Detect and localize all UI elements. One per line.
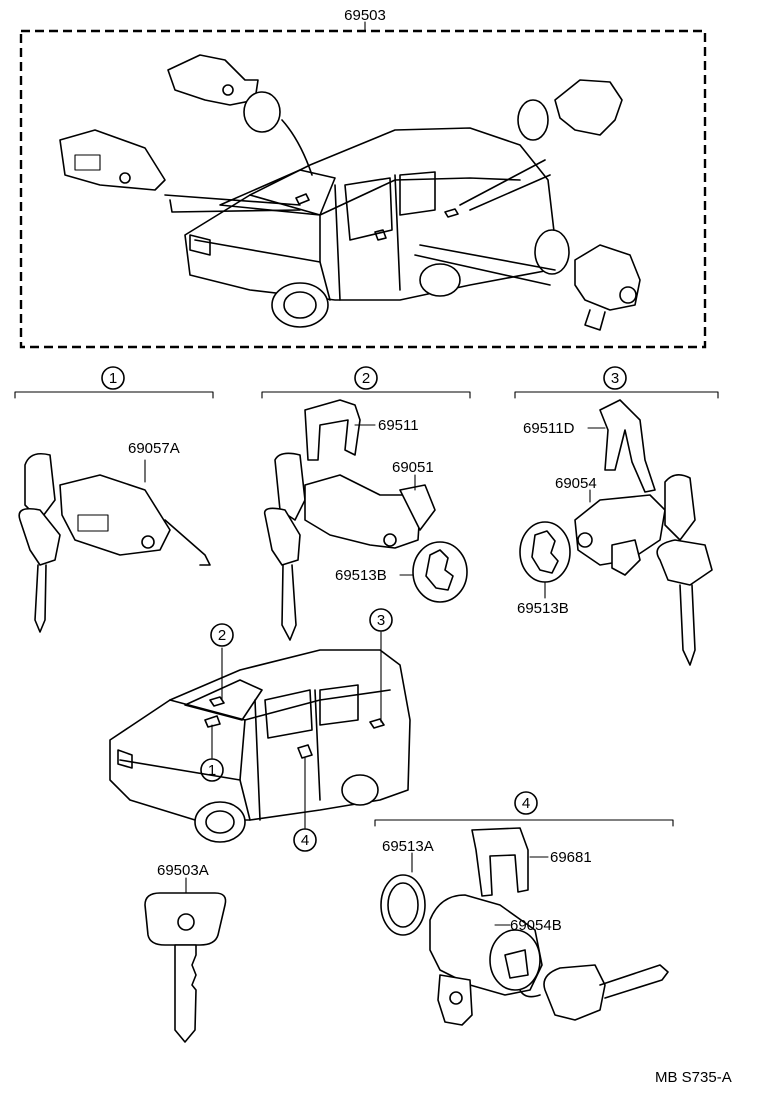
part-69054-label: 69054 xyxy=(555,475,597,492)
top-van-illustration xyxy=(184,127,556,328)
group-3-bracket: 3 xyxy=(514,366,719,399)
vehicle-callout-1: 1 xyxy=(208,762,216,779)
group-3-illustration: 69511D 69054 69513B xyxy=(517,399,713,666)
group-1-marker: 1 xyxy=(109,370,117,387)
part-69513A-label: 69513A xyxy=(382,838,434,855)
top-cylinder-driver xyxy=(167,54,313,176)
part-69057A-label: 69057A xyxy=(128,440,180,457)
group-1-bracket: 1 xyxy=(14,366,214,399)
part-69681-label: 69681 xyxy=(550,849,592,866)
part-69054B-label: 69054B xyxy=(510,917,562,934)
top-cylinder-side xyxy=(459,79,623,211)
vehicle-callout-2: 2 xyxy=(218,627,226,644)
key-illustration: 69503A xyxy=(144,862,227,1043)
part-69511-label: 69511 xyxy=(378,417,419,434)
group-2-illustration: 69511 69051 69513B xyxy=(263,399,468,641)
top-cylinder-slide xyxy=(414,229,641,331)
part-69513B-label-group-2: 69513B xyxy=(335,567,387,584)
top-cylinder-rear xyxy=(59,129,301,213)
drawing-code: MB S735-A xyxy=(655,1069,732,1086)
group-1-illustration: 69057A xyxy=(18,440,211,633)
group-4-marker: 4 xyxy=(522,795,530,812)
part-69513B-label-group-3: 69513B xyxy=(517,600,569,617)
assembly-part-number: 69503 xyxy=(344,7,386,24)
group-2-bracket: 2 xyxy=(261,366,471,399)
vehicle-callouts: 2 1 3 4 xyxy=(200,608,393,852)
vehicle-callout-4: 4 xyxy=(301,832,309,849)
group-3-marker: 3 xyxy=(611,370,619,387)
part-69511D-label: 69511D xyxy=(523,420,575,437)
group-4-bracket: 4 xyxy=(374,791,674,827)
group-4-illustration: 69513A 69681 69054B xyxy=(380,827,669,1026)
center-van-illustration xyxy=(109,631,411,843)
group-2-marker: 2 xyxy=(362,370,370,387)
key-part-number: 69503A xyxy=(157,862,209,879)
vehicle-callout-3: 3 xyxy=(377,612,385,629)
part-69051-label: 69051 xyxy=(392,459,434,476)
assembly-frame: 69503 xyxy=(19,7,707,349)
